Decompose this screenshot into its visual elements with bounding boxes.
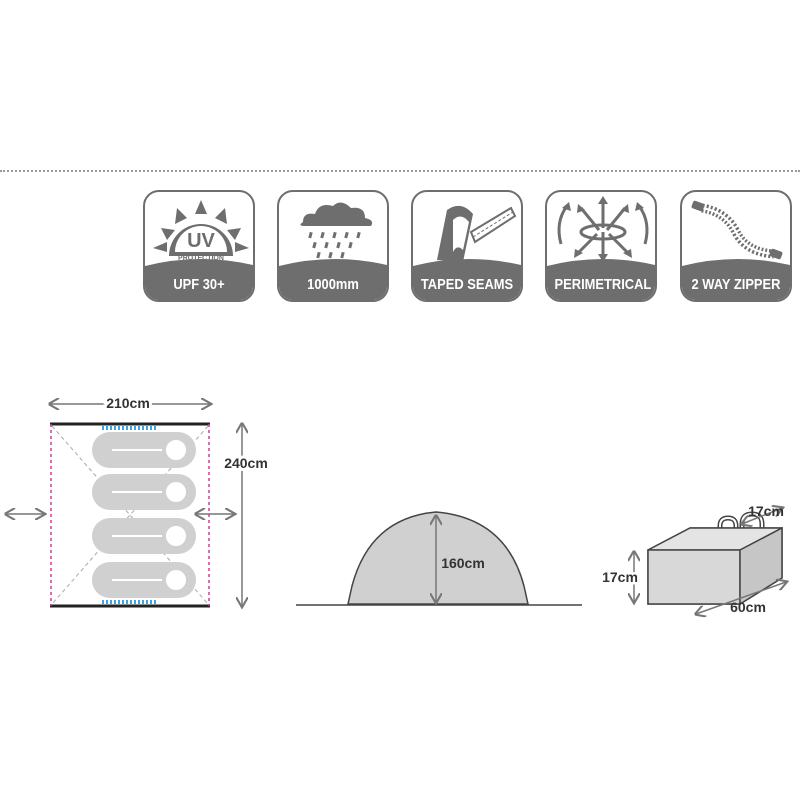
badge-label: 2 WAY ZIPPER	[689, 270, 783, 300]
sleeping-bag	[92, 518, 196, 554]
floor-plan: 210cm 240cm	[6, 392, 271, 606]
bag-length-arrow	[696, 582, 786, 614]
pack-bag: 17cm 17cm 60cm	[600, 503, 786, 615]
perimetrical-badge: PERIMETRICAL	[545, 190, 657, 302]
sleeping-bag	[92, 562, 196, 598]
badge-label: PERIMETRICAL	[554, 270, 651, 300]
height-label: 160cm	[441, 555, 485, 571]
side-view: 160cm	[296, 511, 582, 606]
bag-length-label: 60cm	[730, 599, 766, 615]
uv-protection-badge: UV PROTECTION UPF 30+	[143, 190, 255, 302]
protection-text: PROTECTION	[178, 255, 224, 262]
waterproof-badge: 1000mm	[277, 190, 389, 302]
dotted-divider	[0, 170, 800, 172]
bag-depth-arrow	[742, 508, 782, 524]
sleeping-bag	[92, 474, 196, 510]
badge-label: UPF 30+	[152, 270, 246, 300]
bag-height-label: 17cm	[602, 569, 638, 585]
uv-text: UV	[187, 230, 215, 252]
badge-label: 1000mm	[286, 270, 380, 300]
taped-seams-badge: TAPED SEAMS	[411, 190, 523, 302]
sleeping-bag	[92, 432, 196, 468]
length-label: 240cm	[224, 455, 268, 471]
width-label: 210cm	[106, 395, 150, 411]
badge-label: TAPED SEAMS	[420, 270, 514, 300]
bag-depth-label: 17cm	[748, 503, 784, 519]
tent-dome-profile	[347, 511, 529, 605]
zipper-badge: 2 WAY ZIPPER	[680, 190, 792, 302]
pole-diagonal	[51, 425, 209, 605]
